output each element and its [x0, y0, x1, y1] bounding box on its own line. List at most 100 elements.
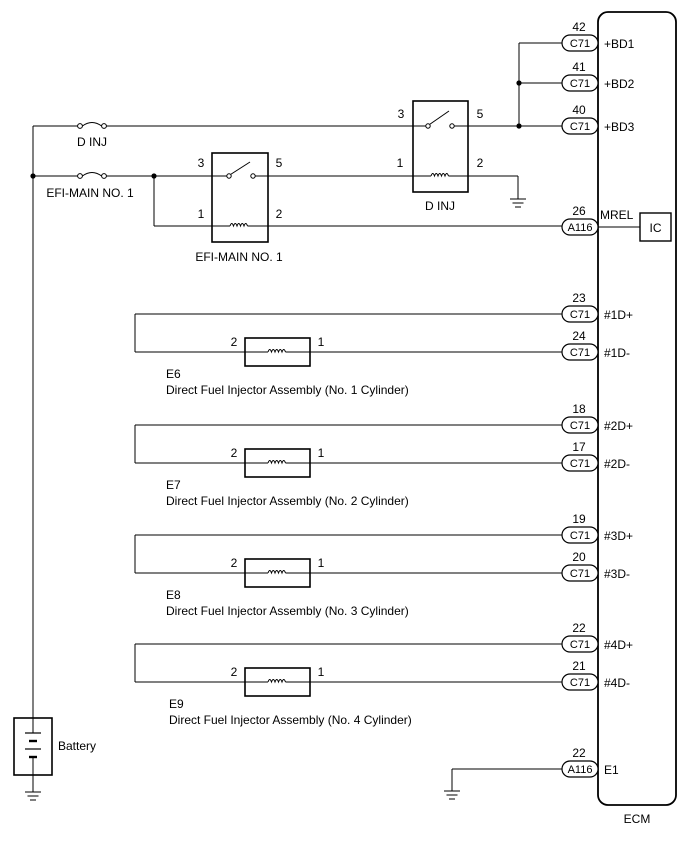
ecm-pin-5: C71 24 #1D- — [561, 329, 630, 361]
signal-label: E1 — [604, 763, 619, 777]
coil-icon — [267, 679, 286, 684]
connector-label: C71 — [570, 568, 590, 580]
efi-main-fuse-symbol — [77, 172, 107, 179]
efi-relay-label: EFI-MAIN NO. 1 — [195, 250, 283, 264]
injector-pin-left: 2 — [231, 446, 238, 460]
signal-label: #4D- — [604, 676, 630, 690]
injector-pin-right: 1 — [318, 335, 325, 349]
injector-pin-right: 1 — [318, 556, 325, 570]
d-inj-fuse-label: D INJ — [77, 135, 107, 149]
injector-code: E7 — [166, 478, 181, 492]
efi-main-relay — [211, 152, 269, 243]
signal-label: #2D+ — [604, 419, 633, 433]
efi-relay-pin-5: 5 — [276, 156, 283, 170]
efi-relay-pin-3: 3 — [198, 156, 205, 170]
ecm-label: ECM — [624, 812, 651, 826]
connector-label: C71 — [570, 121, 590, 133]
injector-code: E9 — [169, 697, 184, 711]
connector-label: C71 — [570, 420, 590, 432]
pin-number: 22 — [572, 746, 586, 760]
injector-pin-left: 2 — [231, 556, 238, 570]
pin-number: 18 — [572, 402, 586, 416]
injector-name: Direct Fuel Injector Assembly (No. 2 Cyl… — [166, 494, 409, 508]
pin-number: 19 — [572, 512, 586, 526]
pin-number: 41 — [572, 60, 586, 74]
pin-number: 26 — [572, 204, 586, 218]
signal-label: #2D- — [604, 457, 630, 471]
signal-label: +BD1 — [604, 37, 635, 51]
pin-number: 17 — [572, 440, 586, 454]
signal-label: #1D+ — [604, 308, 633, 322]
pin-number: 20 — [572, 550, 586, 564]
coil-icon — [267, 460, 286, 465]
connector-label: A116 — [568, 764, 593, 776]
pin-number: 42 — [572, 20, 586, 34]
connector-label: A116 — [568, 222, 593, 234]
injector-name: Direct Fuel Injector Assembly (No. 3 Cyl… — [166, 604, 409, 618]
coil-icon — [267, 349, 286, 354]
pin-number: 23 — [572, 291, 586, 305]
connector-label: C71 — [570, 639, 590, 651]
efi-relay-pin-1: 1 — [198, 207, 205, 221]
connector-label: C71 — [570, 38, 590, 50]
signal-label: +BD2 — [604, 77, 635, 91]
d-inj-relay-pin-3: 3 — [398, 107, 405, 121]
connector-label: C71 — [570, 458, 590, 470]
ecm-pin-7: C71 17 #2D- — [561, 440, 630, 472]
efi-main-fuse-label: EFI-MAIN NO. 1 — [46, 186, 134, 200]
battery-label: Battery — [58, 739, 96, 753]
injector-pin-left: 2 — [231, 335, 238, 349]
coil-icon — [267, 570, 286, 575]
ecm-pin-4: C71 23 #1D+ — [561, 291, 633, 323]
ecm-pin-6: C71 18 #2D+ — [561, 402, 633, 434]
injector-pin-right: 1 — [318, 665, 325, 679]
connector-label: C71 — [570, 309, 590, 321]
ground-icon — [510, 198, 526, 208]
pin-number: 24 — [572, 329, 586, 343]
connector-label: C71 — [570, 530, 590, 542]
ecm-block — [597, 11, 677, 806]
signal-label: +BD3 — [604, 120, 635, 134]
connector-label: C71 — [570, 677, 590, 689]
injector-name: Direct Fuel Injector Assembly (No. 1 Cyl… — [166, 383, 409, 397]
ecm-pin-10: C71 22 #4D+ — [561, 621, 633, 653]
d-inj-relay-label: D INJ — [425, 199, 455, 213]
injector-pin-left: 2 — [231, 665, 238, 679]
ground-icon — [444, 790, 460, 800]
ecm-pin-0: C71 42 +BD1 — [561, 20, 635, 52]
injector-code: E6 — [166, 367, 181, 381]
ground-icon — [25, 791, 41, 801]
pin-number: 40 — [572, 103, 586, 117]
connector-label: C71 — [570, 78, 590, 90]
signal-label: #3D+ — [604, 529, 633, 543]
ecm-pin-8: C71 19 #3D+ — [561, 512, 633, 544]
d-inj-relay — [412, 100, 469, 193]
d-inj-relay-pin-1: 1 — [397, 156, 404, 170]
signal-label: #4D+ — [604, 638, 633, 652]
ecm-pin-2: C71 40 +BD3 — [561, 103, 635, 135]
battery-icon — [25, 718, 41, 775]
pin-number: 21 — [572, 659, 586, 673]
ecm-pin-9: C71 20 #3D- — [561, 550, 630, 582]
injector-pin-right: 1 — [318, 446, 325, 460]
signal-label: MREL — [600, 208, 634, 222]
ic-label: IC — [650, 221, 662, 235]
efi-relay-pin-2: 2 — [276, 207, 283, 221]
injector-name: Direct Fuel Injector Assembly (No. 4 Cyl… — [169, 713, 412, 727]
signal-label: #3D- — [604, 567, 630, 581]
pin-number: 22 — [572, 621, 586, 635]
ic-box — [639, 212, 672, 242]
ecm-pin-11: C71 21 #4D- — [561, 659, 630, 691]
signal-label: #1D- — [604, 346, 630, 360]
ecm-pin-3: A116 26 MREL — [561, 204, 634, 236]
d-inj-relay-pin-5: 5 — [477, 107, 484, 121]
connector-label: C71 — [570, 347, 590, 359]
ecm-pin-1: C71 41 +BD2 — [561, 60, 635, 92]
injector-code: E8 — [166, 588, 181, 602]
